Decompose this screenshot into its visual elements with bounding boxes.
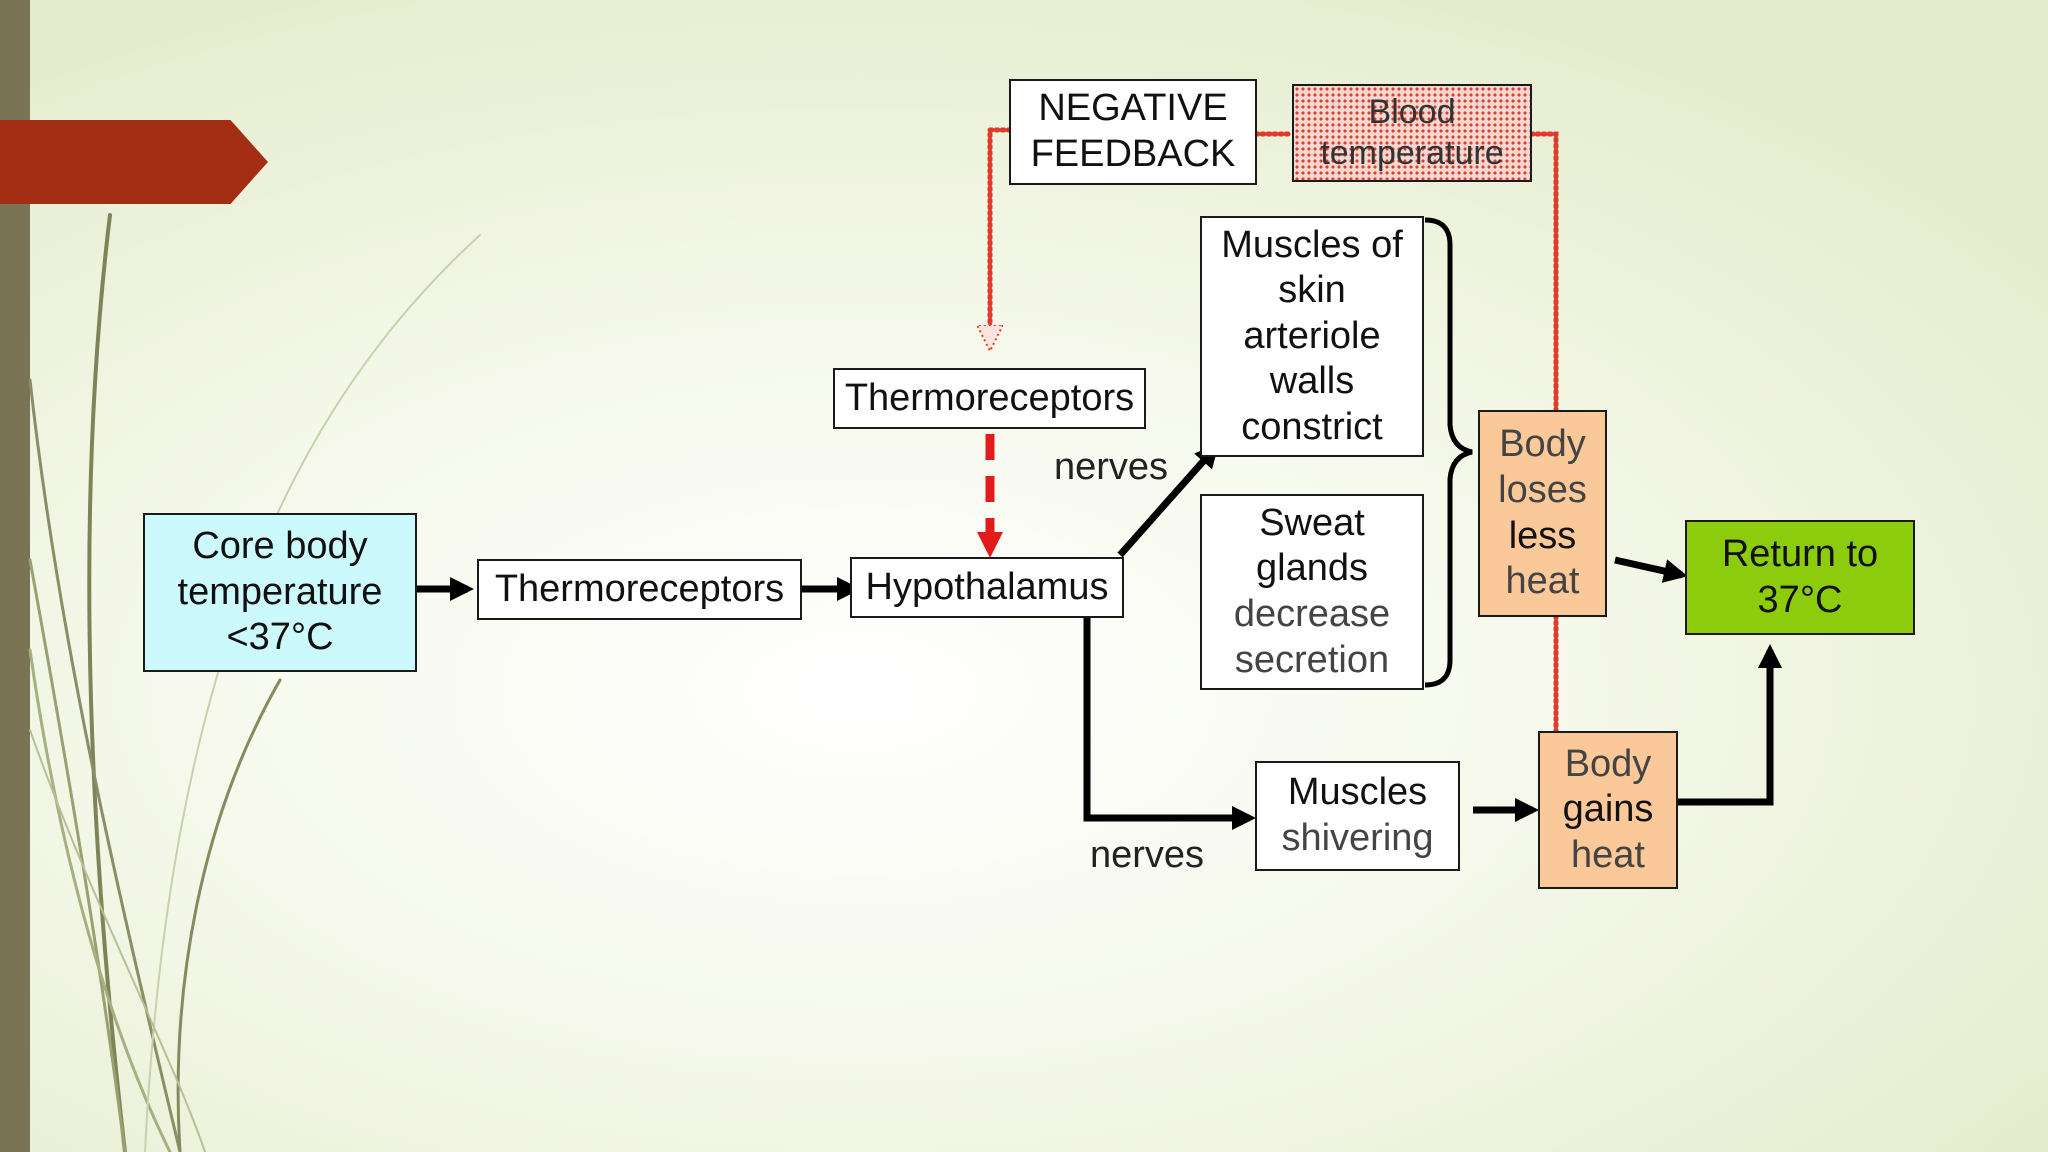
muscles-skin-line-1: Muscles of — [1221, 223, 1403, 266]
loses-line-4: heat — [1505, 560, 1580, 603]
return-to-37c-box: Return to 37°C — [1685, 520, 1915, 635]
sweat-line-2: glands — [1256, 547, 1368, 590]
negative-feedback-line-1: NEGATIVE — [1038, 87, 1228, 130]
return-line-1: Return to — [1721, 532, 1879, 575]
core-line-2: temperature — [177, 570, 383, 613]
shivering-line-1: Muscles — [1287, 771, 1428, 814]
core-body-temperature-box: Core body temperature <37°C — [143, 513, 417, 672]
feedback-loop-left — [990, 127, 1010, 345]
muscles-skin-line-3: arteriole — [1243, 314, 1381, 357]
sweat-line-3: decrease — [1233, 593, 1391, 635]
arrow-hypothalamus-to-shivering — [1083, 617, 1256, 830]
muscles-shivering-box: Muscles shivering — [1255, 761, 1460, 871]
arrow-hypothalamus-to-muscles-of-skin — [1117, 443, 1219, 558]
thermoreceptors-box: Thermoreceptors — [477, 559, 802, 620]
muscles-skin-line-2: skin — [1278, 269, 1346, 312]
thermoreceptors-label: Thermoreceptors — [494, 567, 785, 610]
title-pennant — [0, 120, 268, 204]
blood-temperature-line-2: temperature — [1320, 134, 1504, 172]
sweat-glands-box: Sweat glands decrease secretion — [1200, 494, 1424, 690]
arrow-gains-to-return — [1677, 644, 1782, 806]
muscles-skin-line-4: walls — [1269, 360, 1355, 403]
body-gains-heat-box: Body gains heat — [1538, 731, 1678, 889]
negative-feedback-line-2: FEEDBACK — [1030, 133, 1236, 175]
loses-line-2: loses — [1498, 468, 1587, 511]
hypothalamus-label: Hypothalamus — [865, 565, 1109, 608]
core-line-3: <37°C — [226, 616, 334, 659]
grouping-brace — [1424, 217, 1473, 688]
sweat-line-4: secretion — [1234, 638, 1390, 681]
nerves-label-lower: nerves — [1090, 834, 1205, 876]
core-line-1: Core body — [192, 525, 368, 568]
gains-line-3: heat — [1571, 833, 1645, 876]
blood-temperature-box: Blood temperature — [1292, 84, 1532, 182]
feedback-loop-right — [1528, 131, 1559, 415]
arrow-loses-to-return — [1614, 556, 1688, 583]
shivering-line-2: shivering — [1281, 817, 1434, 859]
hypothalamus-box: Hypothalamus — [850, 557, 1124, 618]
return-line-2: 37°C — [1757, 578, 1843, 621]
body-loses-less-heat-box: Body loses less heat — [1478, 410, 1607, 617]
blood-temperature-line-1: Blood — [1368, 93, 1456, 132]
negative-feedback-box: NEGATIVE FEEDBACK — [1009, 79, 1257, 185]
muscles-skin-line-5: constrict — [1241, 405, 1383, 448]
thermoreceptors-top-box: Thermoreceptors — [833, 368, 1146, 429]
gains-line-2: gains — [1562, 788, 1654, 831]
sweat-line-1: Sweat — [1259, 501, 1365, 544]
loses-line-1: Body — [1499, 423, 1586, 466]
loses-line-3: less — [1508, 514, 1577, 557]
gains-line-1: Body — [1564, 742, 1652, 785]
thermoreceptors-top-label: Thermoreceptors — [844, 376, 1135, 419]
nerves-label-upper: nerves — [1054, 446, 1169, 488]
muscles-of-skin-box: Muscles of skin arteriole walls constric… — [1200, 216, 1424, 457]
